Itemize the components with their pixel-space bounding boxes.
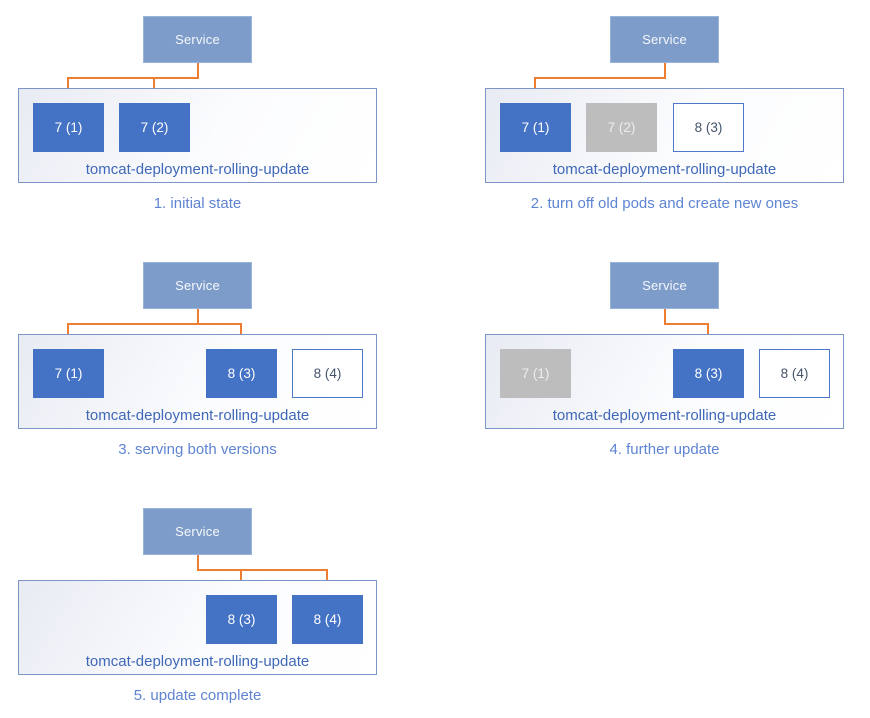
service-label: Service [175,524,220,539]
pod-active: 8 (4) [292,595,363,644]
deployment-box: 7 (1) 7 (2) tomcat-deployment-rolling-upd… [18,88,377,183]
pod-active: 7 (1) [33,103,104,152]
arrow-trunk-line [663,63,666,79]
pod-active: 8 (3) [673,349,744,398]
stage-1: Service 7 (1) 7 (2) tomcat-deployment-rol… [0,0,435,246]
pod-label: 8 (3) [227,612,256,627]
stage-caption: 3. serving both versions [118,441,277,458]
stage-4: Service 7 (1) 8 (3) 8 (4) tomcat-deploymen… [467,246,870,492]
arrow-drop-line [152,77,155,92]
pod-label: 7 (1) [521,366,550,381]
stage-5: Service 8 (3) 8 (4) tomcat-deployment-rol… [0,492,435,718]
pod-pending: 8 (3) [673,103,744,152]
pod-label: 7 (1) [521,120,550,135]
arrow-trunk-line [196,309,199,325]
stage-2: Service 7 (1) 7 (2) 8 (3) tomcat-deploymen… [467,0,870,246]
pod-terminating: 7 (1) [500,349,571,398]
pod-label: 7 (2) [140,120,169,135]
pod-label: 8 (3) [694,366,723,381]
arrow-drop-line [325,569,328,584]
pod-label: 8 (3) [227,366,256,381]
deployment-name-label: tomcat-deployment-rolling-update [552,161,777,178]
deployment-box: 7 (1) 7 (2) 8 (3) tomcat-deployment-rollin… [485,88,844,183]
deployment-box: 7 (1) 8 (3) 8 (4) tomcat-deployment-rollin… [18,334,377,429]
service-label: Service [642,278,687,293]
service-label: Service [175,32,220,47]
pod-label: 8 (4) [780,366,809,381]
arrow-trunk-line [196,555,199,571]
pod-active: 7 (1) [500,103,571,152]
arrow-drop-line [66,77,69,92]
arrow-drop-line [706,323,709,338]
service-box: Service [143,16,252,63]
pod-label: 8 (3) [694,120,723,135]
pod-terminating: 7 (2) [586,103,657,152]
arrow-drop-line [239,323,242,338]
deployment-name-label: tomcat-deployment-rolling-update [552,407,777,424]
pod-label: 7 (2) [607,120,636,135]
pod-pending: 8 (4) [292,349,363,398]
service-box: Service [610,16,719,63]
service-label: Service [175,278,220,293]
stage-caption: 2. turn off old pods and create new ones [530,195,799,212]
service-label: Service [642,32,687,47]
arrow-trunk-line [196,63,199,79]
arrow-bus-line [534,77,665,79]
stage-caption: 1. initial state [153,195,242,212]
arrow-bus-line [664,323,708,325]
stage-caption: 5. update complete [133,687,262,704]
pod-active: 8 (3) [206,595,277,644]
deployment-box: 7 (1) 8 (3) 8 (4) tomcat-deployment-rollin… [485,334,844,429]
arrow-bus-line [197,569,327,571]
arrow-drop-line [239,569,242,584]
pod-label: 8 (4) [313,366,342,381]
arrow-trunk-line [663,309,666,325]
pod-label: 7 (1) [54,366,83,381]
stage-caption: 4. further update [609,441,720,458]
arrow-bus-line [67,323,241,325]
pod-active: 7 (2) [119,103,190,152]
pod-label: 7 (1) [54,120,83,135]
arrow-drop-line [533,77,536,92]
deployment-name-label: tomcat-deployment-rolling-update [85,161,310,178]
deployment-box: 8 (3) 8 (4) tomcat-deployment-rolling-upd… [18,580,377,675]
arrow-drop-line [66,323,69,338]
pod-label: 8 (4) [313,612,342,627]
pod-active: 7 (1) [33,349,104,398]
pod-active: 8 (3) [206,349,277,398]
pod-pending: 8 (4) [759,349,830,398]
deployment-name-label: tomcat-deployment-rolling-update [85,407,310,424]
deployment-name-label: tomcat-deployment-rolling-update [85,653,310,670]
service-box: Service [610,262,719,309]
arrow-bus-line [67,77,198,79]
stage-3: Service 7 (1) 8 (3) 8 (4) tomcat-deploymen… [0,246,435,492]
service-box: Service [143,262,252,309]
service-box: Service [143,508,252,555]
